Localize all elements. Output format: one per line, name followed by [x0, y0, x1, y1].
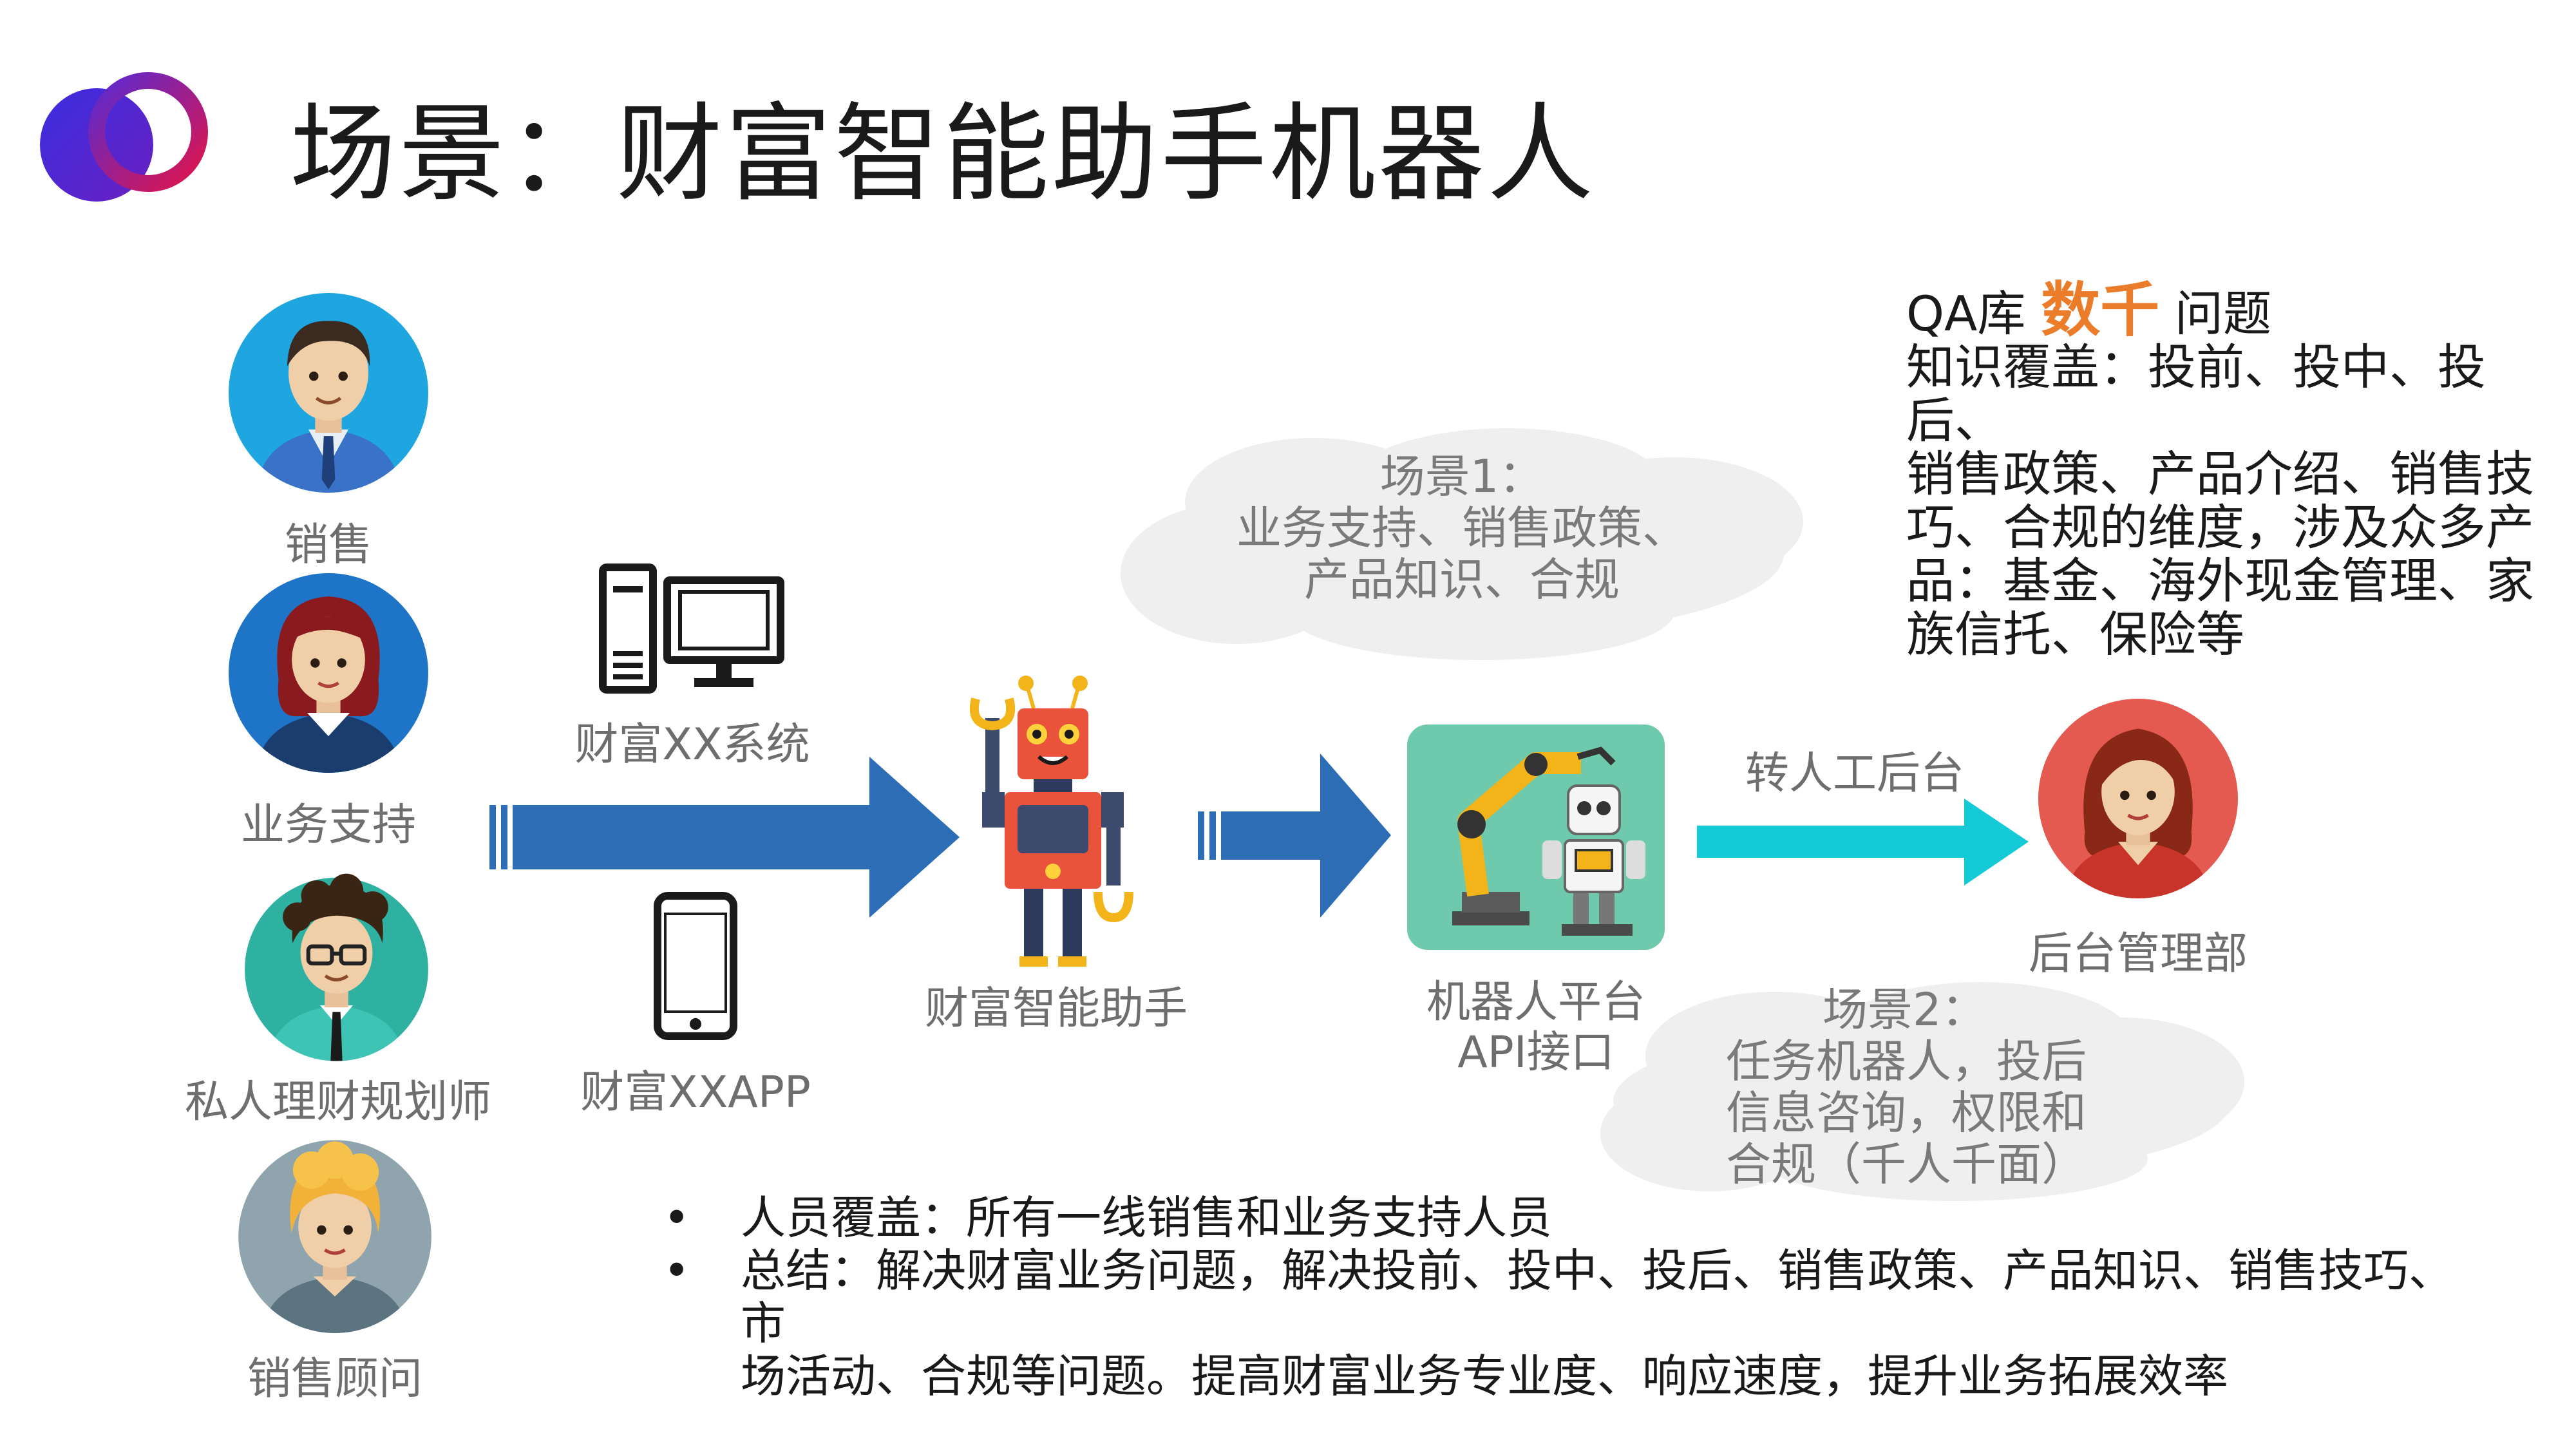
qa-line5: 品：基金、海外现金管理、家: [1906, 553, 2535, 609]
scenario2-text: 场景2： 任务机器人，投后 信息咨询，权限和 合规（千人千面）: [1726, 984, 2125, 1190]
smartphone-icon: [654, 892, 737, 1040]
robot-arm-icon: [1407, 724, 1665, 950]
qa-library-note: QA库 数千 问题 知识覆盖：投前、投中、投后、 销售政策、产品介绍、销售技 巧…: [1906, 281, 2550, 663]
bullet-item-coverage: • 人员覆盖：所有一线销售和业务支持人员: [663, 1191, 2492, 1244]
sales-consultant-avatar-icon: [238, 1140, 431, 1333]
qa-line1: QA库 数千 问题: [1906, 281, 2550, 342]
scenario1-cloud-shape: [1121, 428, 1803, 660]
scenario1-text: 场景1： 业务支持、销售政策、 产品知识、合规: [1121, 451, 1803, 605]
assistant-label: 财富智能助手: [924, 983, 1188, 1034]
bullet-text-summary-line1: 总结：解决财富业务问题，解决投前、投中、投后、销售政策、产品知识、销售技巧、市: [741, 1244, 2454, 1350]
scenario2-line3: 信息咨询，权限和: [1726, 1086, 2087, 1139]
user-label-sales: 销售: [284, 520, 372, 571]
qa-line4: 巧、合规的维度，涉及众多产: [1906, 499, 2535, 556]
flow-arrow-assistant-to-platform: [1198, 753, 1391, 918]
handoff-arrow: [1697, 799, 2029, 886]
scenario1-line3: 产品知识、合规: [1304, 553, 1620, 606]
bullet-item-summary: • 总结：解决财富业务问题，解决投前、投中、投后、销售政策、产品知识、销售技巧、…: [663, 1244, 2492, 1403]
qa-count-highlight: 数千: [2041, 276, 2160, 345]
bullet-text-coverage: 人员覆盖：所有一线销售和业务支持人员: [741, 1191, 1552, 1244]
brand-logo-icon: [40, 72, 208, 202]
bullet-dot-icon: •: [663, 1244, 690, 1297]
channel-label-system: 财富XX系统: [574, 719, 810, 770]
qa-line2: 知识覆盖：投前、投中、投后、: [1906, 339, 2486, 449]
financial-planner-avatar-icon: [245, 873, 428, 1061]
channel-label-app: 财富XXAPP: [580, 1067, 811, 1118]
summary-bullets: • 人员覆盖：所有一线销售和业务支持人员 • 总结：解决财富业务问题，解决投前、…: [663, 1191, 2492, 1403]
qa-line3: 销售政策、产品介绍、销售技: [1906, 446, 2535, 502]
flow-arrow-users-to-assistant: [489, 757, 960, 918]
scenario2-line4: 合规（千人千面）: [1726, 1138, 2087, 1191]
scenario1-line1: 场景1：: [1379, 450, 1544, 503]
business-support-avatar-icon: [229, 573, 428, 773]
scenario1-line2: 业务支持、销售政策、: [1236, 502, 1687, 554]
salesman-avatar-icon: [229, 293, 428, 493]
user-label-financial-planner: 私人理财规划师: [184, 1077, 491, 1128]
scenario2-line1: 场景2：: [1823, 983, 1987, 1036]
backoffice-avatar-icon: [2038, 699, 2238, 898]
user-label-sales-consultant: 销售顾问: [247, 1354, 422, 1405]
qa-prefix: QA库: [1906, 285, 2026, 342]
robot-icon: [969, 676, 1133, 967]
bullet-text-summary-line2: 场活动、合规等问题。提高财富业务专业度、响应速度，提升业务拓展效率: [741, 1350, 2228, 1403]
qa-suffix: 问题: [2175, 285, 2272, 342]
backoffice-label: 后台管理部: [2028, 929, 2248, 980]
platform-label-line2: API接口: [1457, 1027, 1615, 1078]
computer-icon: [599, 564, 784, 694]
platform-label-line1: 机器人平台: [1426, 977, 1645, 1028]
handoff-label: 转人工后台: [1745, 748, 1964, 799]
scenario2-line2: 任务机器人，投后: [1726, 1035, 2087, 1088]
qa-line6: 族信托、保险等: [1906, 606, 2245, 663]
page-title: 场景：财富智能助手机器人: [290, 92, 1596, 216]
user-label-business-support: 业务支持: [240, 800, 416, 851]
scenario2-cloud-shape: [1600, 982, 2244, 1201]
bullet-dot-icon: •: [663, 1191, 690, 1244]
